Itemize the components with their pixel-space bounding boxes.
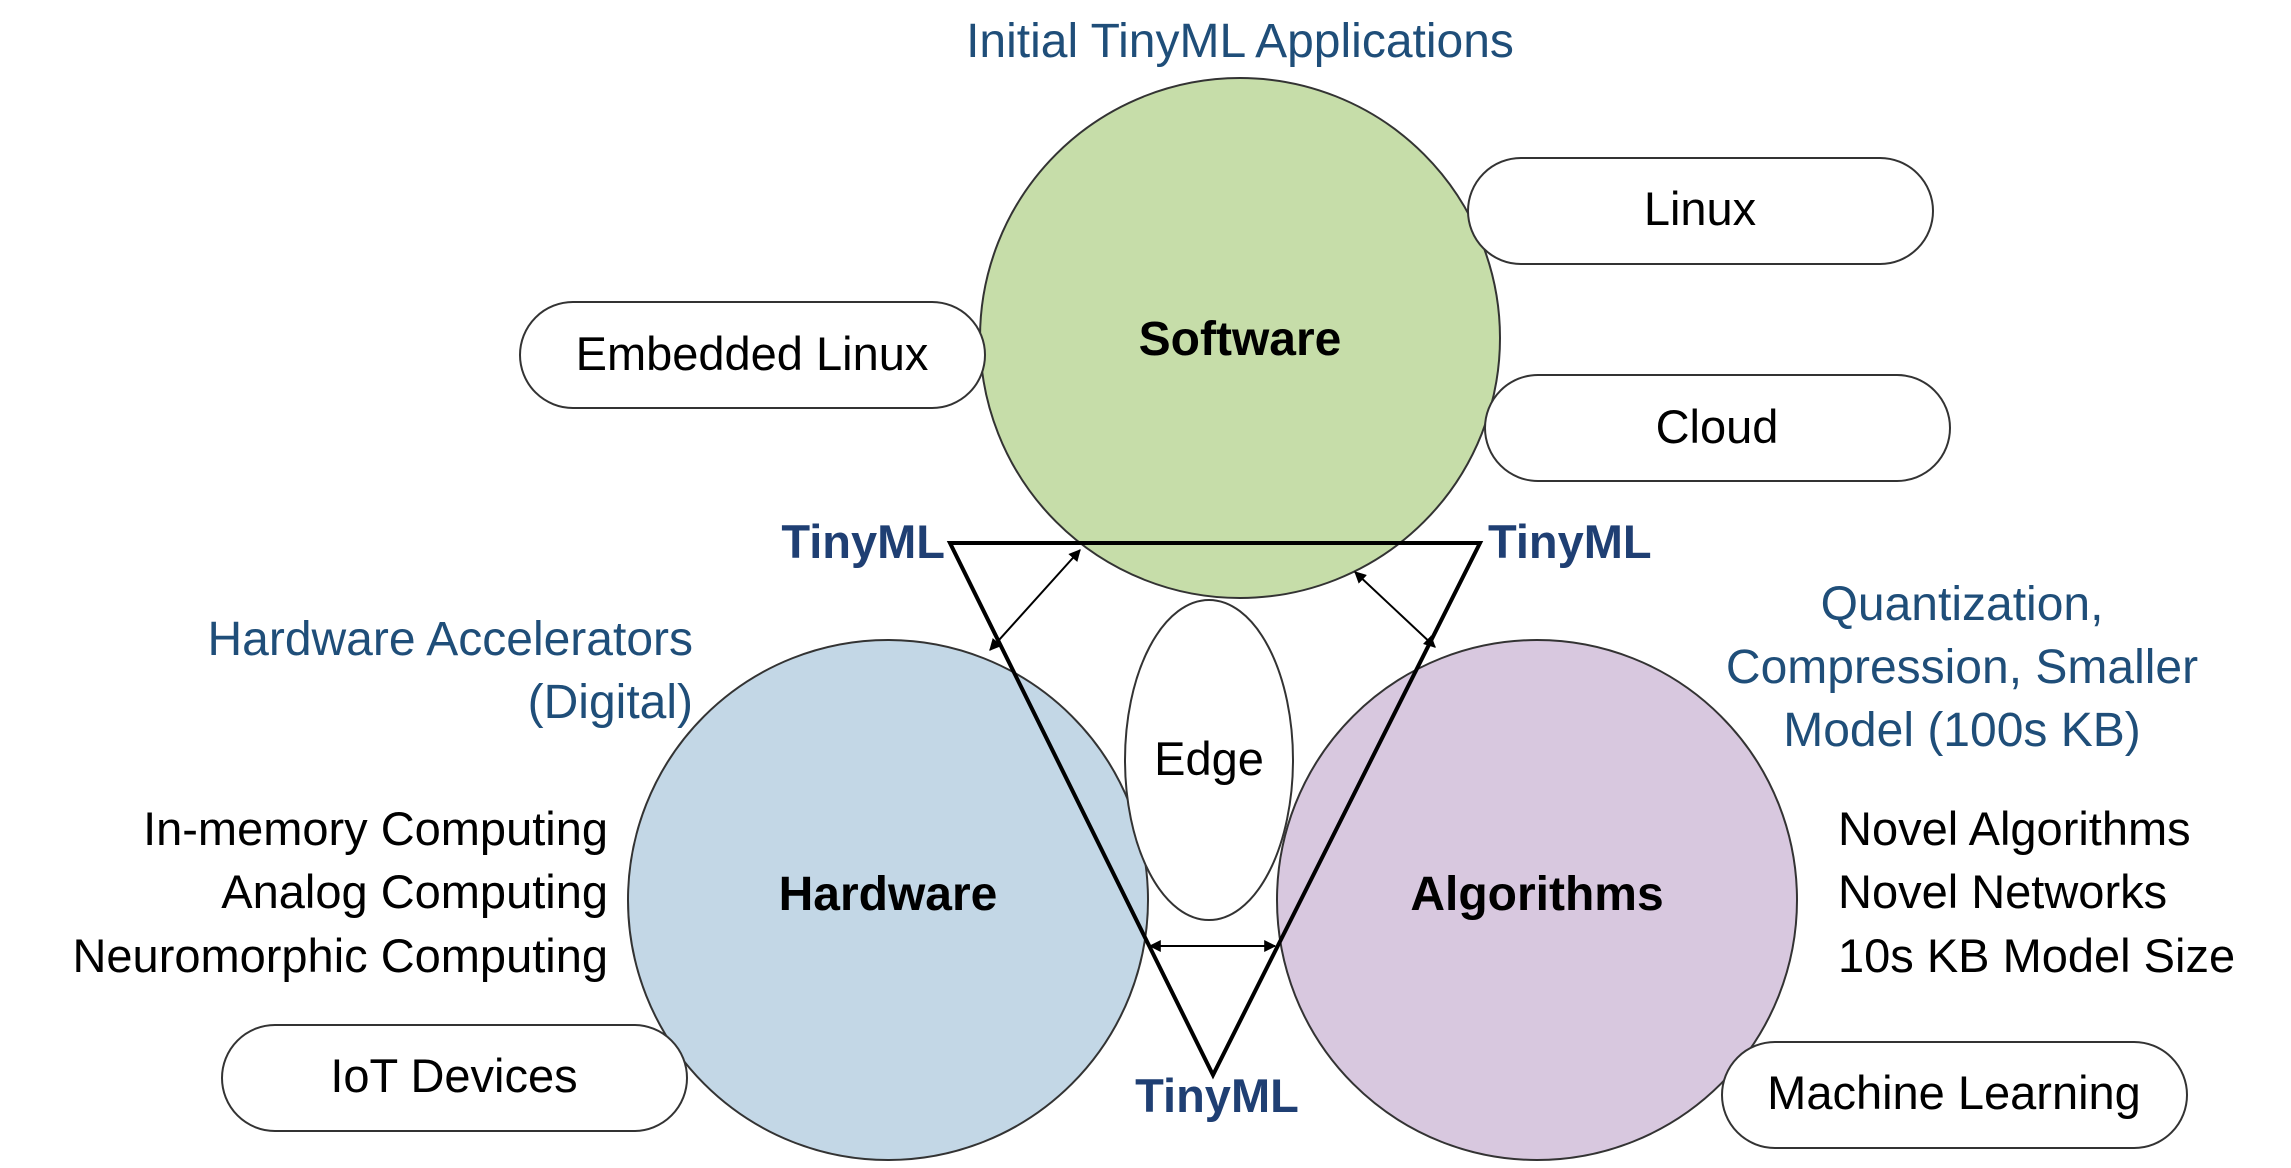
hardware-label: Hardware xyxy=(779,868,998,921)
edge-label: Edge xyxy=(1154,732,1264,785)
pill-machine-learning xyxy=(1721,1041,2188,1149)
quantization-line3: Model (100s KB) xyxy=(1783,704,2141,757)
algorithms-list-item-3: 10s KB Model Size xyxy=(1838,929,2235,982)
arrow-software-hardware xyxy=(989,549,1081,651)
pill-iot-devices-label: IoT Devices xyxy=(330,1049,577,1102)
hardware-circle xyxy=(627,639,1149,1161)
hardware-accelerators-line2: (Digital) xyxy=(528,676,693,729)
pill-iot-devices xyxy=(221,1024,688,1132)
tinyml-triangle xyxy=(946,541,1484,1080)
pill-embedded-linux-label: Embedded Linux xyxy=(576,327,929,380)
algorithms-list-item-1: Novel Algorithms xyxy=(1838,802,2191,855)
algorithms-label: Algorithms xyxy=(1410,868,1663,921)
hardware-list-item-2: Analog Computing xyxy=(221,865,608,918)
arrow-software-algorithms xyxy=(1354,571,1436,648)
hardware-accelerators-line1: Hardware Accelerators xyxy=(207,613,693,666)
edge-ellipse xyxy=(1124,599,1294,921)
pill-linux xyxy=(1467,157,1934,265)
algorithms-circle xyxy=(1276,639,1798,1161)
tinyml-label-bottom: TinyML xyxy=(1135,1069,1299,1122)
pill-machine-learning-label: Machine Learning xyxy=(1767,1066,2141,1119)
quantization-line1: Quantization, xyxy=(1821,578,2104,631)
quantization-line2: Compression, Smaller xyxy=(1726,641,2198,694)
software-label: Software xyxy=(1139,313,1342,366)
hardware-list-item-1: In-memory Computing xyxy=(143,802,608,855)
pill-embedded-linux xyxy=(519,301,986,409)
pill-cloud xyxy=(1484,374,1951,482)
pill-cloud-label: Cloud xyxy=(1656,400,1779,453)
tinyml-label-left: TinyML xyxy=(781,515,945,568)
diagram-title: Initial TinyML Applications xyxy=(966,15,1514,68)
tinyml-label-right: TinyML xyxy=(1488,515,1652,568)
pill-linux-label: Linux xyxy=(1644,182,1756,235)
hardware-list-item-3: Neuromorphic Computing xyxy=(72,929,608,982)
algorithms-list-item-2: Novel Networks xyxy=(1838,865,2167,918)
